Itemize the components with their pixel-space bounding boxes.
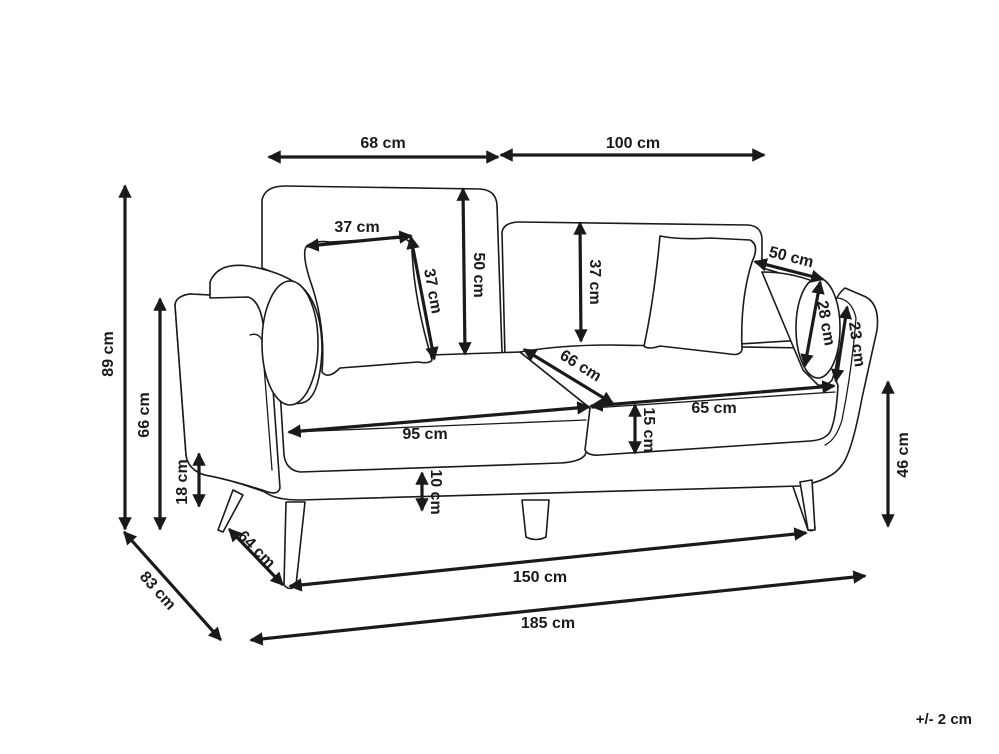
- throw-pillow-left: [303, 237, 433, 376]
- arrow-arm-height: [830, 305, 853, 383]
- label-seat-width-left: 95 cm: [402, 426, 447, 443]
- leg-back-middle: [521, 499, 550, 541]
- arrow-back-cushion-height: [456, 187, 472, 356]
- arrow-seat-width-right: [589, 380, 836, 412]
- arrow-pillow-left-width: [305, 230, 413, 252]
- label-seat-height: 46 cm: [895, 432, 912, 477]
- label-seat-thickness: 15 cm: [640, 407, 657, 452]
- label-inner-width: 150 cm: [513, 569, 567, 586]
- label-total-width: 185 cm: [521, 615, 575, 632]
- label-arm-height: 23 cm: [845, 321, 868, 368]
- label-back-width: 100 cm: [606, 135, 660, 152]
- arrow-bolster-length: [753, 258, 825, 283]
- label-back-depth: 68 cm: [360, 135, 405, 152]
- label-total-height: 89 cm: [100, 331, 117, 376]
- label-total-depth: 83 cm: [136, 568, 179, 613]
- label-back-cushion-height: 50 cm: [470, 252, 487, 297]
- label-seat-width-right: 65 cm: [691, 400, 736, 417]
- leg-back-left: [217, 489, 244, 533]
- arrow-seat-width-left: [287, 401, 591, 438]
- label-back-height-right: 37 cm: [586, 259, 603, 304]
- arrow-total-depth: [123, 530, 222, 642]
- arrow-total-width: [249, 570, 867, 646]
- tolerance-note: +/- 2 cm: [916, 711, 972, 728]
- label-inner-depth: 64 cm: [234, 528, 278, 572]
- label-leg-height: 18 cm: [174, 459, 191, 504]
- label-base-thickness: 10 cm: [427, 469, 444, 514]
- leg-front-right: [799, 479, 816, 531]
- leg-front-left: [283, 501, 306, 590]
- label-arm-total-height: 66 cm: [136, 392, 153, 437]
- arrow-pillow-left-height: [406, 235, 439, 361]
- dimension-arrows: [118, 148, 895, 646]
- throw-pillow-right: [643, 235, 757, 356]
- arrow-bolster-diameter: [800, 280, 825, 368]
- label-pillow-left-width: 37 cm: [334, 219, 379, 236]
- bolster-left-end: [261, 280, 319, 406]
- arrow-back-height-right: [573, 221, 588, 343]
